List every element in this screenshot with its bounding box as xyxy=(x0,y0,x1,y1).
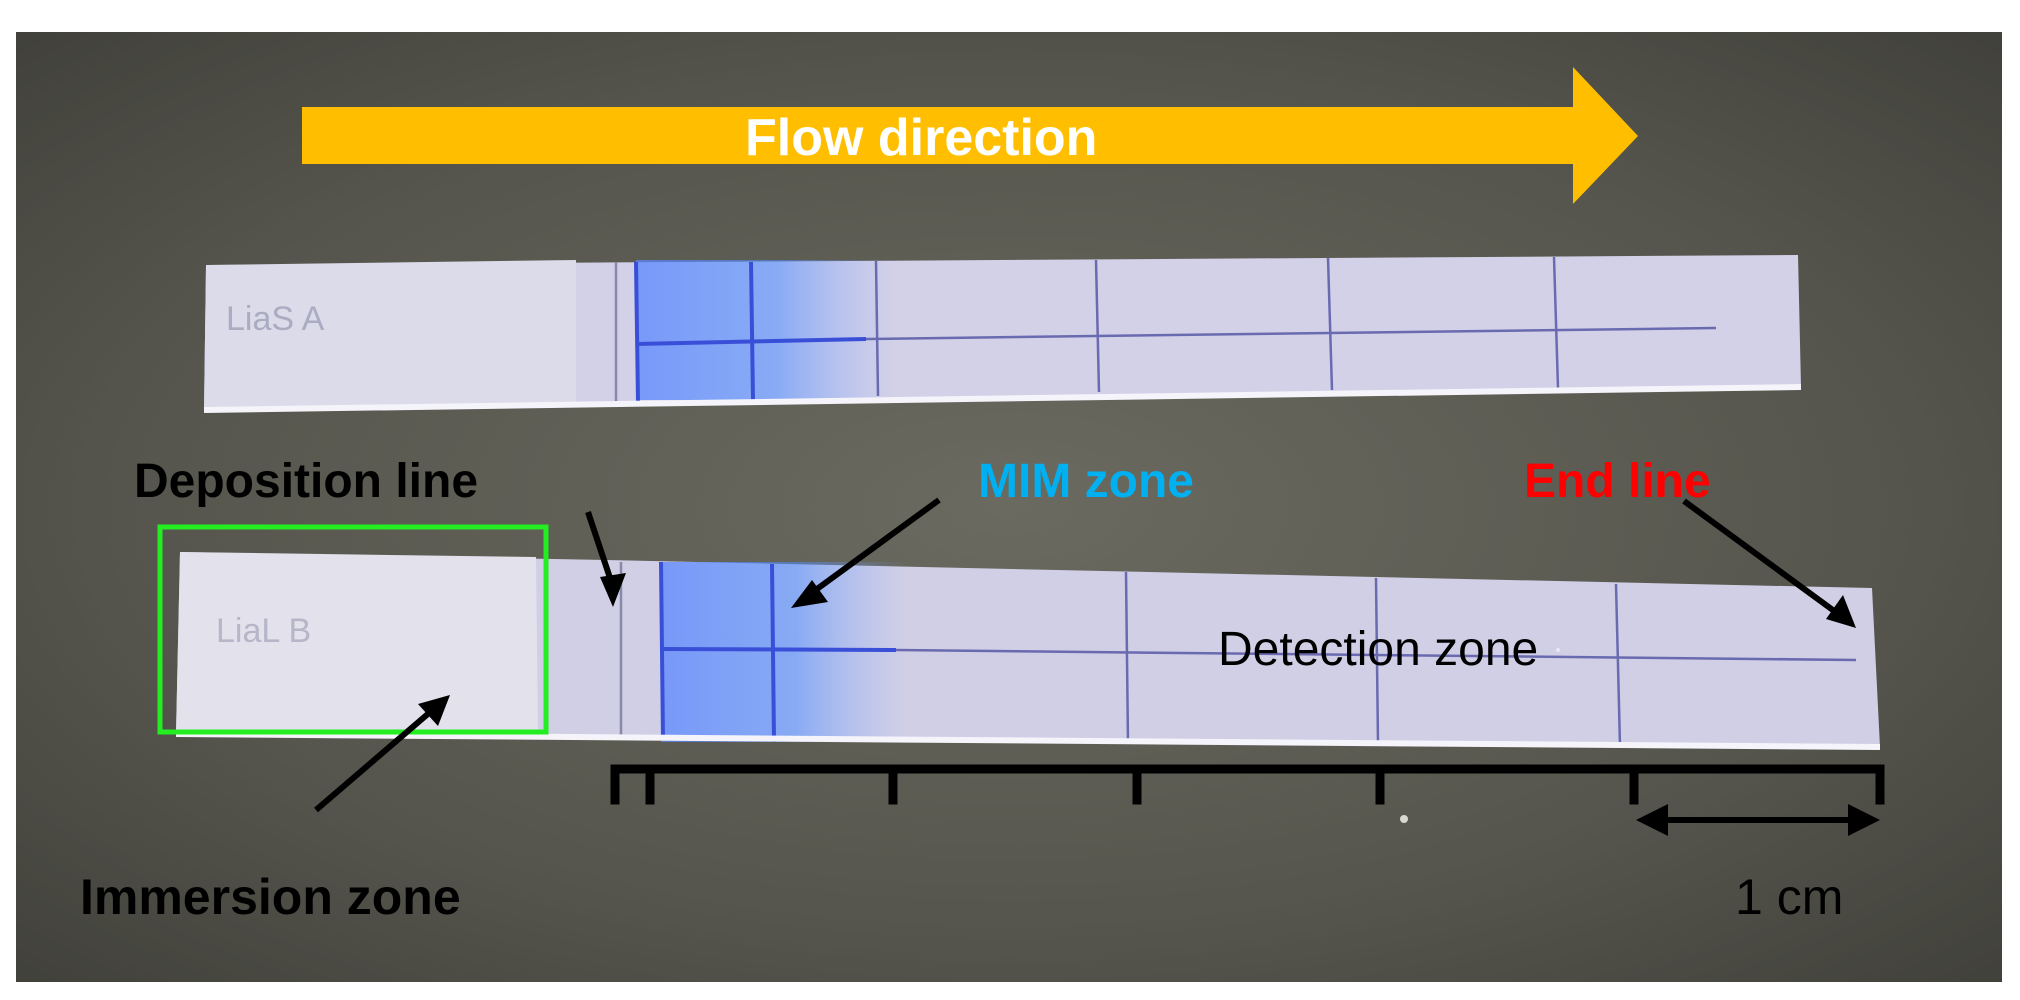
strip-b xyxy=(175,552,1881,750)
immersion-zone-box xyxy=(157,524,549,735)
strip-b-label: LiaL B xyxy=(216,612,311,650)
ruler xyxy=(610,764,1885,805)
flow-arrow xyxy=(302,67,1638,204)
scale-bar-label: 1 cm xyxy=(1735,869,1844,925)
strip-a xyxy=(203,255,1802,413)
strip-photograph: LiaS A LiaL B xyxy=(16,32,2002,982)
strip-a-label: LiaS A xyxy=(226,300,325,338)
end-line-label: End line xyxy=(1524,455,1711,508)
flow-direction-label: Flow direction xyxy=(745,109,1098,167)
scale-arrow xyxy=(1636,804,1880,836)
annotation-arrows xyxy=(314,497,1856,813)
deposition-line-label: Deposition line xyxy=(134,455,479,508)
immersion-zone-label: Immersion zone xyxy=(80,869,461,925)
detection-zone-label: Detection zone xyxy=(1218,623,1539,676)
photo-background xyxy=(16,32,2002,982)
mim-zone-label: MIM zone xyxy=(978,455,1194,508)
